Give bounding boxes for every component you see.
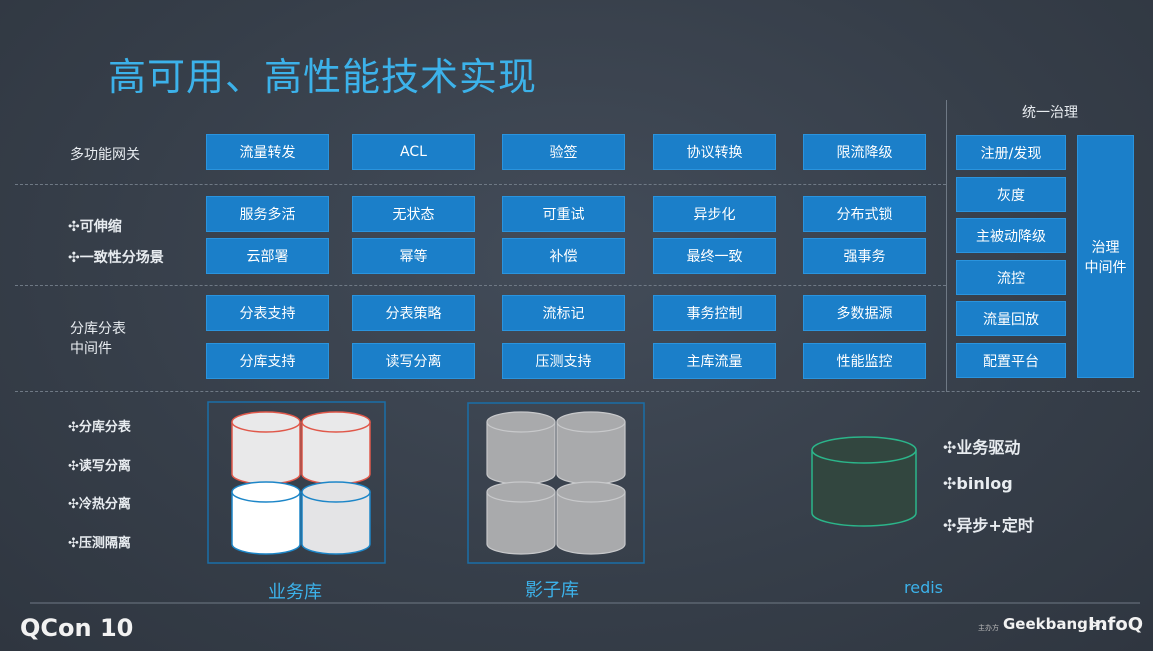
capability-box: 流标记 xyxy=(502,295,625,331)
capability-box: 流量转发 xyxy=(206,134,329,170)
capability-box: 限流降级 xyxy=(803,134,926,170)
db-cylinder xyxy=(301,411,371,485)
organizer-label: 主办方 xyxy=(978,624,999,632)
governance-middleware-box: 治理 中间件 xyxy=(1077,135,1134,378)
shadow-db-frame xyxy=(467,402,645,564)
capability-box: 分布式锁 xyxy=(803,196,926,232)
capability-box: 无状态 xyxy=(352,196,475,232)
divider xyxy=(15,184,946,185)
capability-box: 补偿 xyxy=(502,238,625,274)
capability-box: 强事务 xyxy=(803,238,926,274)
capability-box: 主库流量 xyxy=(653,343,776,379)
capability-box: 分库支持 xyxy=(206,343,329,379)
capability-box: 协议转换 xyxy=(653,134,776,170)
row-label-sharding: 分库分表 xyxy=(70,321,126,337)
governance-item: 灰度 xyxy=(956,177,1066,212)
feature-bullet: ✣压测隔离 xyxy=(68,536,131,551)
divider-vertical xyxy=(946,100,947,392)
capability-box: 云部署 xyxy=(206,238,329,274)
capability-box: 读写分离 xyxy=(352,343,475,379)
db-cylinder xyxy=(486,481,556,555)
capability-box: ACL xyxy=(352,134,475,170)
caption-business-db: 业务库 xyxy=(268,582,322,603)
db-cylinder xyxy=(231,411,301,485)
governance-item: 流控 xyxy=(956,260,1066,295)
row-label-middleware: 中间件 xyxy=(70,341,112,357)
capability-box: 异步化 xyxy=(653,196,776,232)
db-cylinder xyxy=(486,411,556,485)
middleware-line: 中间件 xyxy=(1084,259,1127,276)
db-cylinder xyxy=(556,481,626,555)
feature-bullet: ✣冷热分离 xyxy=(68,497,131,512)
feature-bullet: ✣分库分表 xyxy=(68,420,131,435)
governance-item: 注册/发现 xyxy=(956,135,1066,170)
capability-box: 压测支持 xyxy=(502,343,625,379)
capability-box: 服务多活 xyxy=(206,196,329,232)
capability-box: 事务控制 xyxy=(653,295,776,331)
feature-bullet: ✣读写分离 xyxy=(68,459,131,474)
redis-bullet: ✣业务驱动 xyxy=(943,438,1021,457)
capability-box: 可重试 xyxy=(502,196,625,232)
governance-item: 配置平台 xyxy=(956,343,1066,378)
divider xyxy=(15,285,946,286)
caption-redis: redis xyxy=(904,578,944,597)
capability-box: 分表策略 xyxy=(352,295,475,331)
db-cylinder xyxy=(556,411,626,485)
business-db-frame xyxy=(207,401,386,564)
row-label-consistency: ✣一致性分场景 xyxy=(68,250,164,266)
capability-box: 性能监控 xyxy=(803,343,926,379)
db-cylinder xyxy=(231,481,301,555)
capability-box: 最终一致 xyxy=(653,238,776,274)
governance-item: 主被动降级 xyxy=(956,218,1066,253)
governance-title: 统一治理 xyxy=(1022,105,1078,121)
row-label-scalable: ✣可伸缩 xyxy=(68,219,122,235)
caption-shadow-db: 影子库 xyxy=(525,580,579,601)
capability-box: 分表支持 xyxy=(206,295,329,331)
capability-box: 幂等 xyxy=(352,238,475,274)
redis-bullet: ✣异步+定时 xyxy=(943,516,1034,535)
infoq-logo: InfoQ xyxy=(1088,614,1144,635)
page-title: 高可用、高性能技术实现 xyxy=(108,55,538,99)
geekbang-logo: Geekbang>. xyxy=(1003,615,1107,633)
capability-box: 验签 xyxy=(502,134,625,170)
db-cylinder xyxy=(301,481,371,555)
redis-bullet: ✣binlog xyxy=(943,474,1013,493)
divider xyxy=(15,391,1140,392)
redis-cylinder xyxy=(811,436,917,527)
qcon-logo: QCon 10 xyxy=(20,614,134,642)
middleware-line: 治理 xyxy=(1091,239,1120,256)
governance-item: 流量回放 xyxy=(956,301,1066,336)
capability-box: 多数据源 xyxy=(803,295,926,331)
row-label-gateway: 多功能网关 xyxy=(70,147,140,163)
